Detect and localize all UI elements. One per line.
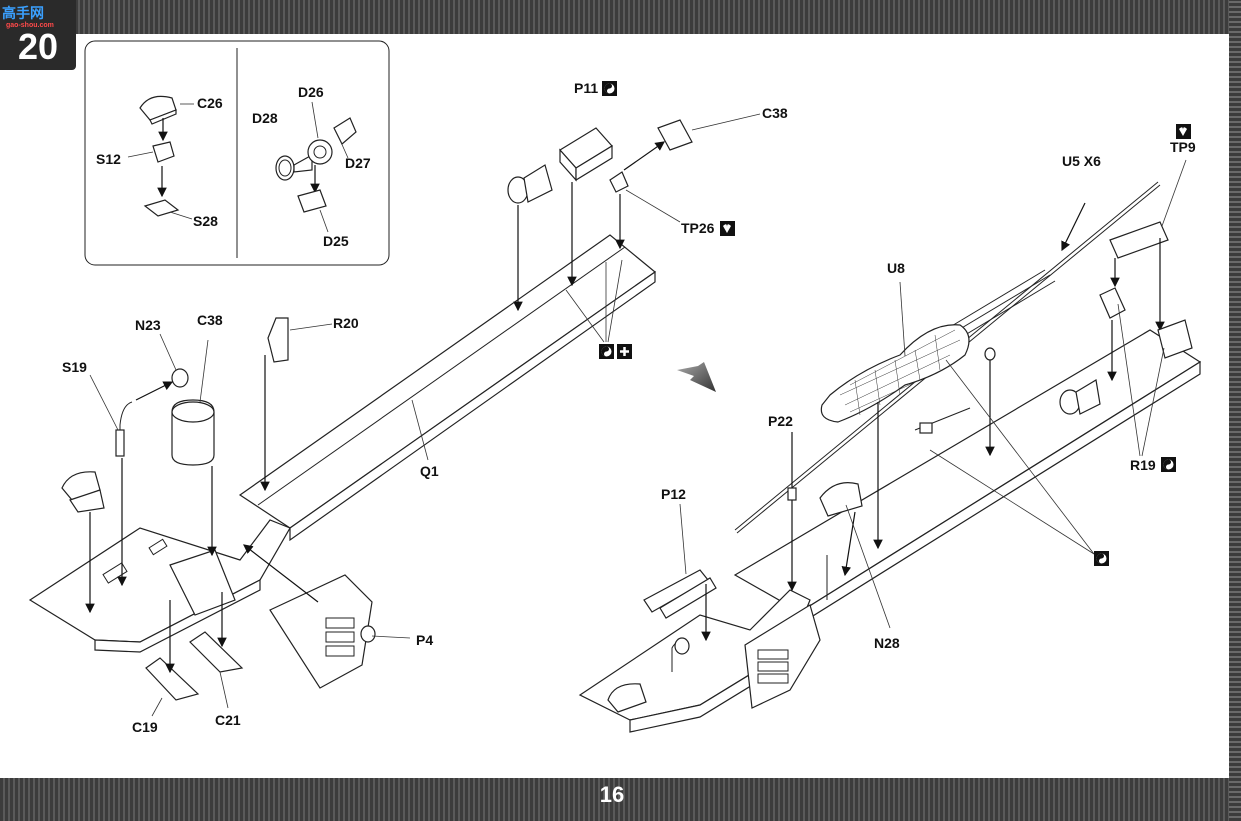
label-c19: C19 <box>132 719 158 735</box>
wheel-arch <box>169 549 236 616</box>
mount-d27 <box>333 117 357 145</box>
lamp-hood-c26 <box>139 95 177 121</box>
label-s19: S19 <box>62 359 87 375</box>
label-c38-top: C38 <box>762 105 788 121</box>
right-border-band <box>1229 0 1241 821</box>
bracket-tp26 <box>609 171 629 193</box>
label-q1: Q1 <box>420 463 439 479</box>
label-p11: P11 <box>574 80 598 96</box>
label-s28: S28 <box>193 213 218 229</box>
arrow-u5 <box>1061 202 1086 252</box>
inset-frame <box>84 40 390 266</box>
label-r19: R19 <box>1130 457 1156 473</box>
mirror-n23 <box>171 368 189 388</box>
right-headlight <box>607 683 647 713</box>
right-chassis-assembly <box>578 159 1202 733</box>
side-panel-p4 <box>269 574 373 689</box>
label-n28: N28 <box>874 635 900 651</box>
step-number: 20 <box>0 0 76 70</box>
base-s28 <box>143 199 180 217</box>
label-c26: C26 <box>197 95 223 111</box>
light-body-d28-neck <box>293 153 313 173</box>
page-number: 16 <box>599 782 625 807</box>
watermark-url: gao-shou.com <box>6 22 54 29</box>
label-p12: P12 <box>661 486 686 502</box>
bracket-d25 <box>297 189 327 213</box>
watermark-logo: 高手网 <box>2 5 44 21</box>
optional-symbol-icon <box>617 344 632 359</box>
label-c38: C38 <box>197 312 223 328</box>
mudflap-c21 <box>189 631 244 673</box>
glue-symbol-icon <box>599 344 614 359</box>
part-c38-top <box>657 119 693 151</box>
photo-etch-symbol-icon <box>1176 124 1191 139</box>
mudflap-c19 <box>145 657 200 701</box>
wrapped-roll-u8 <box>820 324 970 423</box>
label-r20: R20 <box>333 315 359 331</box>
label-d27: D27 <box>345 155 371 171</box>
step-direction-arrow-icon <box>677 362 716 392</box>
label-u5x6: U5 X6 <box>1062 153 1101 169</box>
label-p22: P22 <box>768 413 793 429</box>
bracket-r19 <box>1099 287 1126 319</box>
glue-symbol-icon <box>1094 551 1109 566</box>
rear-light-housing <box>1157 319 1193 359</box>
label-d25: D25 <box>323 233 349 249</box>
light-housing-d26 <box>307 139 333 165</box>
mirror-arm-s19 <box>119 401 133 455</box>
lamp-hood-rim <box>149 109 177 125</box>
arrow-p4-body <box>243 544 319 603</box>
label-c21: C21 <box>215 712 241 728</box>
label-tp26: TP26 <box>681 220 715 236</box>
top-border-band <box>0 0 1241 34</box>
photo-etch-symbol-icon <box>720 221 735 236</box>
glue-symbol-icon <box>602 81 617 96</box>
bracket-tp9 <box>1109 221 1169 259</box>
label-d28: D28 <box>252 110 278 126</box>
p4-vents <box>325 617 355 657</box>
left-chassis-assembly <box>28 113 761 717</box>
bottom-border-band <box>0 778 1241 821</box>
label-tp9: TP9 <box>1170 139 1196 155</box>
label-p4: P4 <box>416 632 433 648</box>
step-number-text: 20 <box>17 26 59 67</box>
front-body <box>28 519 291 643</box>
bracket-s12 <box>152 141 175 163</box>
label-s12: S12 <box>96 151 121 167</box>
right-side-panel <box>744 604 821 709</box>
mudguard-n28 <box>819 482 863 517</box>
label-d26: D26 <box>298 84 324 100</box>
glue-symbol-icon <box>1161 457 1176 472</box>
label-u8: U8 <box>887 260 905 276</box>
label-n23: N23 <box>135 317 161 333</box>
bracket-r20 <box>267 317 289 363</box>
chassis-rail-q1 <box>238 234 656 529</box>
sub-assembly-inset <box>84 40 390 266</box>
arrow-n23-s19 <box>135 381 174 401</box>
